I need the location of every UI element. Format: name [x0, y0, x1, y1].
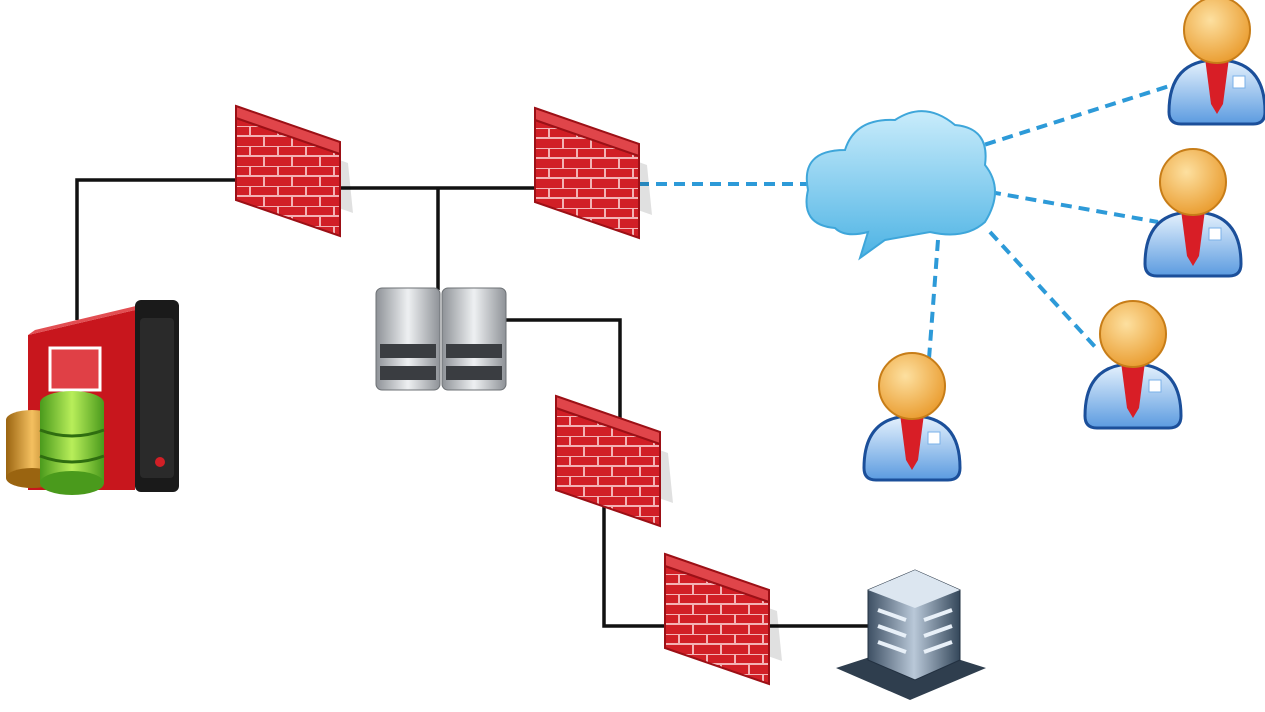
- user-icon: [1167, 0, 1265, 126]
- firewall-icon: [664, 553, 783, 685]
- firewall-icon: [555, 395, 674, 527]
- dashed-internet-link: [926, 239, 940, 373]
- firewall-icon: [534, 107, 653, 239]
- dashed-internet-link: [988, 230, 1100, 352]
- database-server-icon: [6, 300, 179, 495]
- network-cable: [602, 500, 668, 628]
- user-icon: [862, 351, 962, 482]
- dashed-internet-link: [967, 80, 1183, 152]
- server-rack-icon: [375, 287, 507, 391]
- dashed-internet-link: [989, 190, 1159, 224]
- firewall-icon: [235, 105, 354, 237]
- network-cable: [75, 178, 236, 320]
- office-building-icon: [836, 569, 986, 700]
- network-cable: [506, 318, 622, 420]
- cloud-icon: [805, 110, 996, 261]
- user-icon: [1083, 299, 1183, 430]
- user-icon: [1143, 147, 1243, 278]
- connection-lines: [75, 80, 1183, 628]
